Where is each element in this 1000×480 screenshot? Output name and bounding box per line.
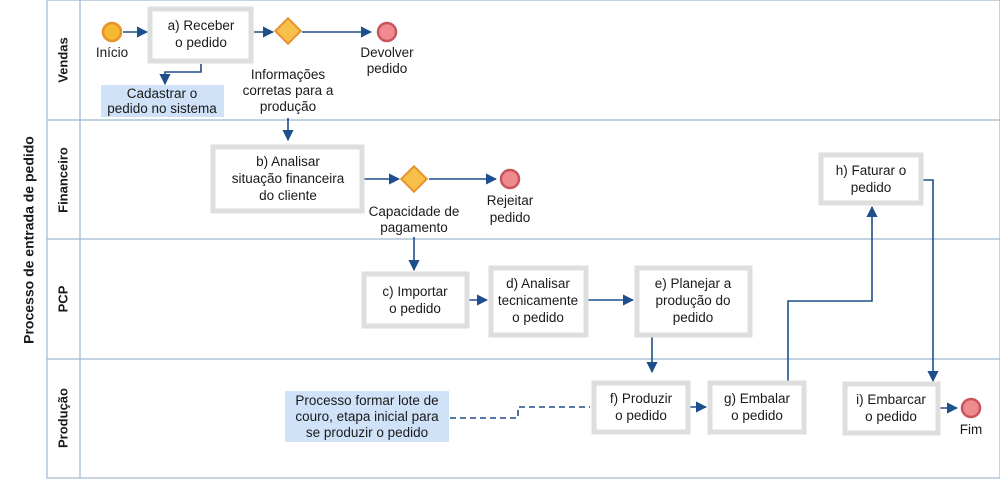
task-label-line: h) Faturar o — [836, 163, 907, 178]
end-event-fim[interactable]: Fim — [960, 397, 983, 437]
note-cadastrar-pedido: Cadastrar o pedido no sistema — [101, 85, 224, 117]
gateway-capacidade-pagamento[interactable]: Capacidade de pagamento — [369, 164, 460, 235]
end-event-label-line: Devolver — [360, 45, 414, 60]
lane-label-financeiro: Financeiro — [55, 147, 70, 213]
association-couro-to-f — [450, 406, 590, 419]
task-faturar-pedido[interactable]: h) Faturar o pedido — [818, 152, 924, 206]
note-box — [285, 391, 449, 442]
end-event-circle[interactable] — [376, 21, 398, 43]
task-label-line: o pedido — [512, 310, 564, 325]
task-label-line: i) Embarcar — [856, 392, 926, 407]
lane-label-pcp: PCP — [55, 285, 70, 312]
gateway-label-line: Capacidade de — [369, 204, 460, 219]
task-label-line: e) Planejar a — [655, 276, 732, 291]
task-label-line: tecnicamente — [498, 293, 578, 308]
task-produzir-pedido[interactable]: f) Produzir o pedido — [591, 380, 691, 435]
end-event-rejeitar-pedido[interactable]: Rejeitar pedido — [487, 168, 534, 225]
task-label-line: o pedido — [175, 35, 227, 50]
task-label-line: b) Analisar — [256, 154, 320, 169]
task-label-line: d) Analisar — [506, 276, 570, 291]
task-label-line: do cliente — [259, 188, 317, 203]
task-label-line: pedido — [851, 180, 892, 195]
task-receber-pedido[interactable]: a) Receber o pedido — [147, 6, 254, 64]
task-label-line: o pedido — [615, 408, 667, 423]
note-label-line: Processo formar lote de — [295, 393, 438, 408]
end-event-devolver-pedido[interactable]: Devolver pedido — [360, 21, 414, 76]
task-label-line: f) Produzir — [610, 391, 673, 406]
end-event-label-line: pedido — [367, 61, 408, 76]
task-label-line: c) Importar — [382, 284, 448, 299]
gateway-label-line: Informações — [251, 67, 326, 82]
flow-a-to-cadastrar — [159, 64, 202, 86]
task-label-line: g) Embalar — [724, 391, 791, 406]
flow-h-to-i — [923, 179, 939, 383]
note-processo-lote-couro: Processo formar lote de couro, etapa ini… — [285, 391, 449, 442]
task-label-line: o pedido — [731, 408, 783, 423]
gateway-label-line: produção — [260, 99, 316, 114]
end-event-circle[interactable] — [960, 397, 982, 419]
end-event-circle[interactable] — [499, 168, 521, 190]
lanes: Vendas Financeiro PCP Produção — [46, 0, 1000, 479]
task-embarcar-pedido[interactable]: i) Embarcar o pedido — [842, 381, 941, 436]
task-embalar-pedido[interactable]: g) Embalar o pedido — [707, 380, 807, 435]
task-label-line: o pedido — [865, 409, 917, 424]
note-label-line: Cadastrar o — [127, 86, 198, 101]
note-label-line: pedido no sistema — [107, 101, 217, 116]
task-box[interactable] — [147, 6, 254, 64]
lane-label-vendas: Vendas — [55, 37, 70, 83]
task-box[interactable] — [591, 380, 691, 435]
gateway-label-line: corretas para a — [243, 83, 334, 98]
task-label-line: produção do — [655, 293, 730, 308]
task-box[interactable] — [842, 381, 941, 436]
task-box[interactable] — [818, 152, 924, 206]
sequence-flows — [123, 26, 959, 419]
task-planejar-producao[interactable]: e) Planejar a produção do pedido — [634, 265, 753, 338]
end-event-label-line: pedido — [490, 210, 531, 225]
task-box[interactable] — [361, 271, 470, 329]
gateway-label-line: pagamento — [380, 220, 448, 235]
start-event-label: Início — [96, 45, 128, 60]
start-event[interactable]: Início — [96, 21, 128, 60]
note-label-line: couro, etapa inicial para — [295, 409, 439, 424]
end-event-label-line: Rejeitar — [487, 193, 534, 208]
pool-label: Processo de entrada de pedido — [21, 136, 37, 344]
note-box — [101, 85, 224, 117]
end-event-label-line: Fim — [960, 422, 983, 437]
task-importar-pedido[interactable]: c) Importar o pedido — [361, 271, 470, 329]
task-analisar-tecnicamente[interactable]: d) Analisar tecnicamente o pedido — [488, 265, 589, 338]
gateway-diamond[interactable] — [399, 164, 429, 194]
lane-label-producao: Produção — [55, 388, 70, 448]
task-label-line: situação financeira — [232, 171, 345, 186]
start-event-circle[interactable] — [101, 21, 123, 43]
task-box[interactable] — [707, 380, 807, 435]
task-analisar-situacao-financeira[interactable]: b) Analisar situação financeira do clien… — [210, 144, 365, 214]
gateway-informacoes-corretas[interactable]: Informações corretas para a produção — [243, 16, 334, 114]
task-label-line: a) Receber — [168, 18, 235, 33]
task-box[interactable] — [488, 265, 589, 338]
flow-g-to-h — [787, 205, 878, 381]
task-label-line: o pedido — [389, 301, 441, 316]
task-box[interactable] — [210, 144, 365, 214]
note-label-line: se produzir o pedido — [306, 425, 428, 440]
gateway-diamond[interactable] — [273, 16, 303, 46]
task-box[interactable] — [634, 265, 753, 338]
task-label-line: pedido — [673, 310, 714, 325]
